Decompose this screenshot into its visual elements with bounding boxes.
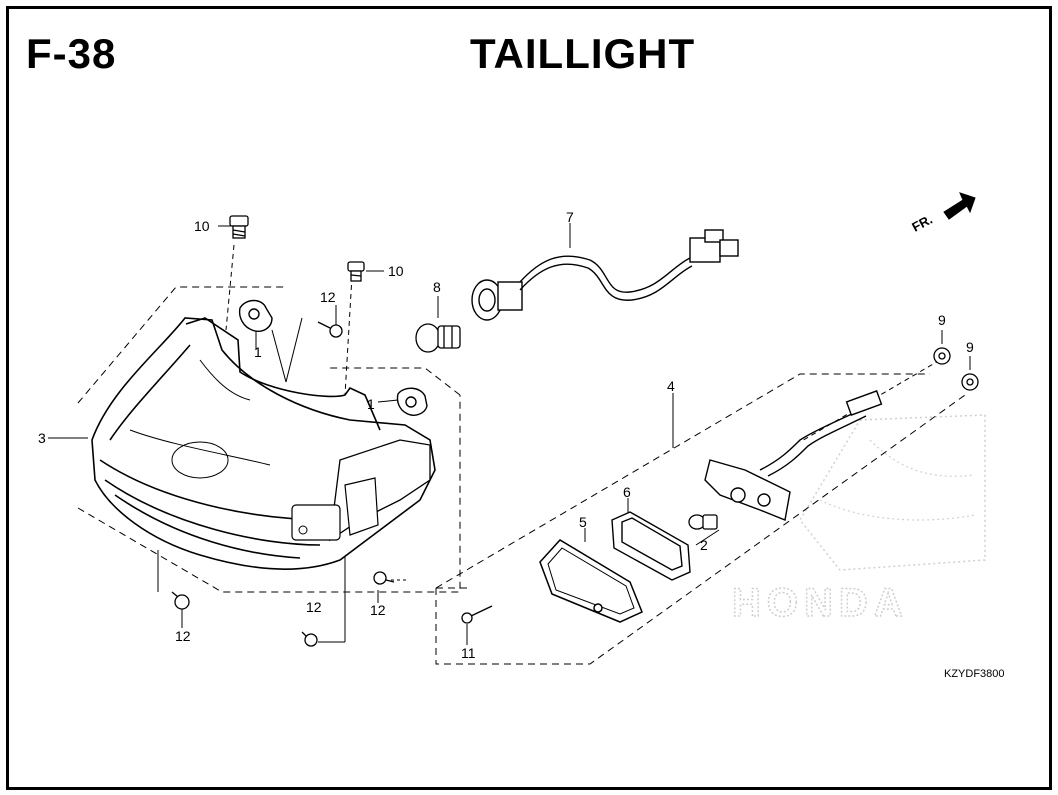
callout-12-upper: 12 [320,289,336,305]
bolt-part-10-left[interactable] [229,215,249,239]
callout-10-left: 10 [194,218,210,234]
callout-8: 8 [433,279,441,295]
nut-part-9-upper[interactable] [933,347,951,365]
callout-11: 11 [461,645,476,661]
screw-part-12-bottom-center[interactable] [301,631,318,647]
callout-4: 4 [667,378,675,394]
bulb-part-8[interactable] [415,323,461,353]
front-arrow-icon [943,192,976,220]
callout-12-right: 12 [370,602,386,618]
section-code: F-38 [26,30,117,77]
callout-10-right: 10 [388,263,404,279]
callout-2: 2 [700,537,708,553]
taillight-assembly-boundary [77,286,461,593]
honda-watermark-text: HONDA [732,581,909,625]
license-light-boundary [435,373,966,665]
callout-9-lower: 9 [966,339,974,355]
callout-12-middle: 12 [306,599,322,615]
screw-part-12-upper[interactable] [317,321,343,338]
bulb-part-2[interactable] [688,514,718,530]
license-light-unit-part-4[interactable] [704,390,883,521]
callout-7: 7 [566,209,574,225]
screw-part-12-bottom-right[interactable] [373,571,395,585]
front-direction-marker: FR. [909,192,976,235]
clip-part-1-upper[interactable] [238,299,273,332]
callout-1-upper: 1 [254,344,262,360]
callout-6: 6 [623,484,631,500]
callout-12-left: 12 [175,628,191,644]
page-title: TAILLIGHT [470,30,696,77]
callout-9-upper: 9 [938,312,946,328]
taillight-housing-part-3[interactable] [91,317,436,570]
callout-5: 5 [579,514,587,530]
front-direction-label: FR. [909,212,935,235]
callout-3: 3 [38,430,46,446]
bolt-part-10-right[interactable] [347,261,365,282]
figure-code: KZYDF3800 [944,668,1005,680]
nut-part-9-lower[interactable] [961,373,979,391]
socket-harness-part-7[interactable] [471,229,739,321]
clip-part-1-lower[interactable] [396,387,428,416]
callout-labels: 1 1 2 3 4 5 6 7 8 9 9 10 10 11 12 12 12 … [38,209,974,661]
lens-part-5[interactable] [539,539,643,623]
gasket-part-6[interactable] [611,511,691,581]
callout-1-lower: 1 [367,396,375,412]
honda-watermark: HONDA [731,414,986,626]
leader-lines [48,223,971,645]
screw-part-12-bottom-left[interactable] [171,591,190,610]
screw-part-11[interactable] [461,605,493,624]
